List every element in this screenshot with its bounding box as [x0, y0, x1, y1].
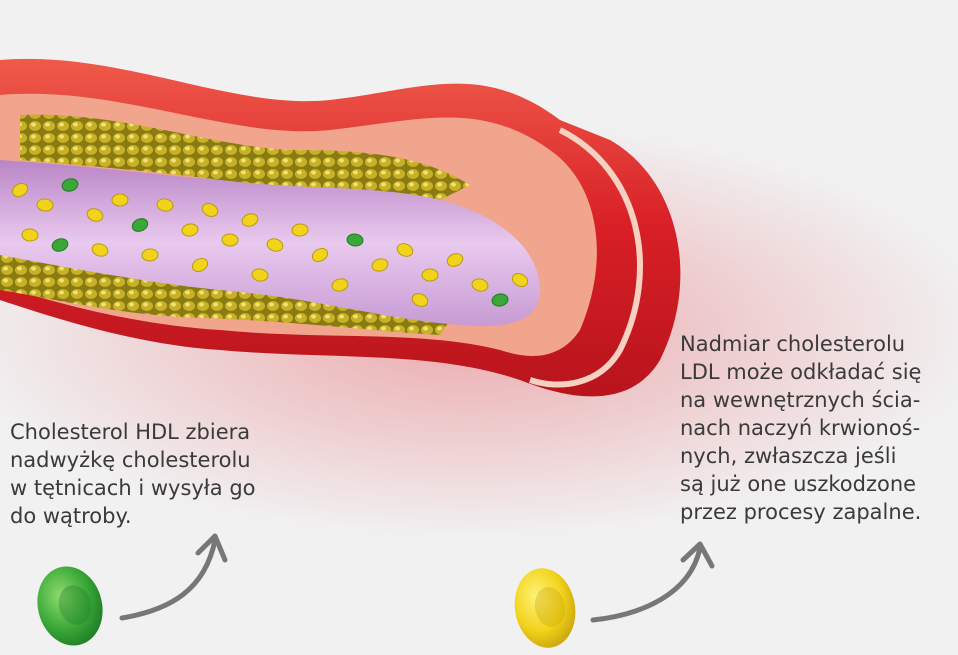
- ldl-caption-line: nych, zwłaszcza jeśli: [680, 442, 921, 470]
- ldl-caption-line: są już one uszkodzone: [680, 470, 921, 498]
- ldl-particle: [112, 194, 128, 207]
- hdl-caption-line: Cholesterol HDL zbiera: [10, 418, 256, 446]
- ldl-caption: Nadmiar cholesterolu LDL może odkładać s…: [680, 330, 921, 526]
- ldl-caption-line: przez procesy zapalne.: [680, 498, 921, 526]
- hdl-caption-line: w tętnicach i wysyła go: [10, 474, 256, 502]
- ldl-caption-line: nach naczyń krwionoś-: [680, 414, 921, 442]
- hdl-caption: Cholesterol HDL zbiera nadwyżkę choleste…: [10, 418, 256, 530]
- ldl-particle: [422, 269, 438, 281]
- yellow-blood-cell-icon: [509, 563, 582, 652]
- ldl-caption-line: LDL może odkładać się: [680, 358, 921, 386]
- hdl-caption-line: nadwyżkę cholesterolu: [10, 446, 256, 474]
- ldl-caption-line: na wewnętrznych ścia-: [680, 386, 921, 414]
- green-blood-cell-icon: [29, 559, 112, 653]
- curved-arrow-icon: [593, 544, 712, 620]
- hdl-caption-line: do wątroby.: [10, 502, 256, 530]
- ldl-caption-line: Nadmiar cholesterolu: [680, 330, 921, 358]
- curved-arrow-icon: [122, 536, 225, 618]
- ldl-particle: [222, 234, 239, 247]
